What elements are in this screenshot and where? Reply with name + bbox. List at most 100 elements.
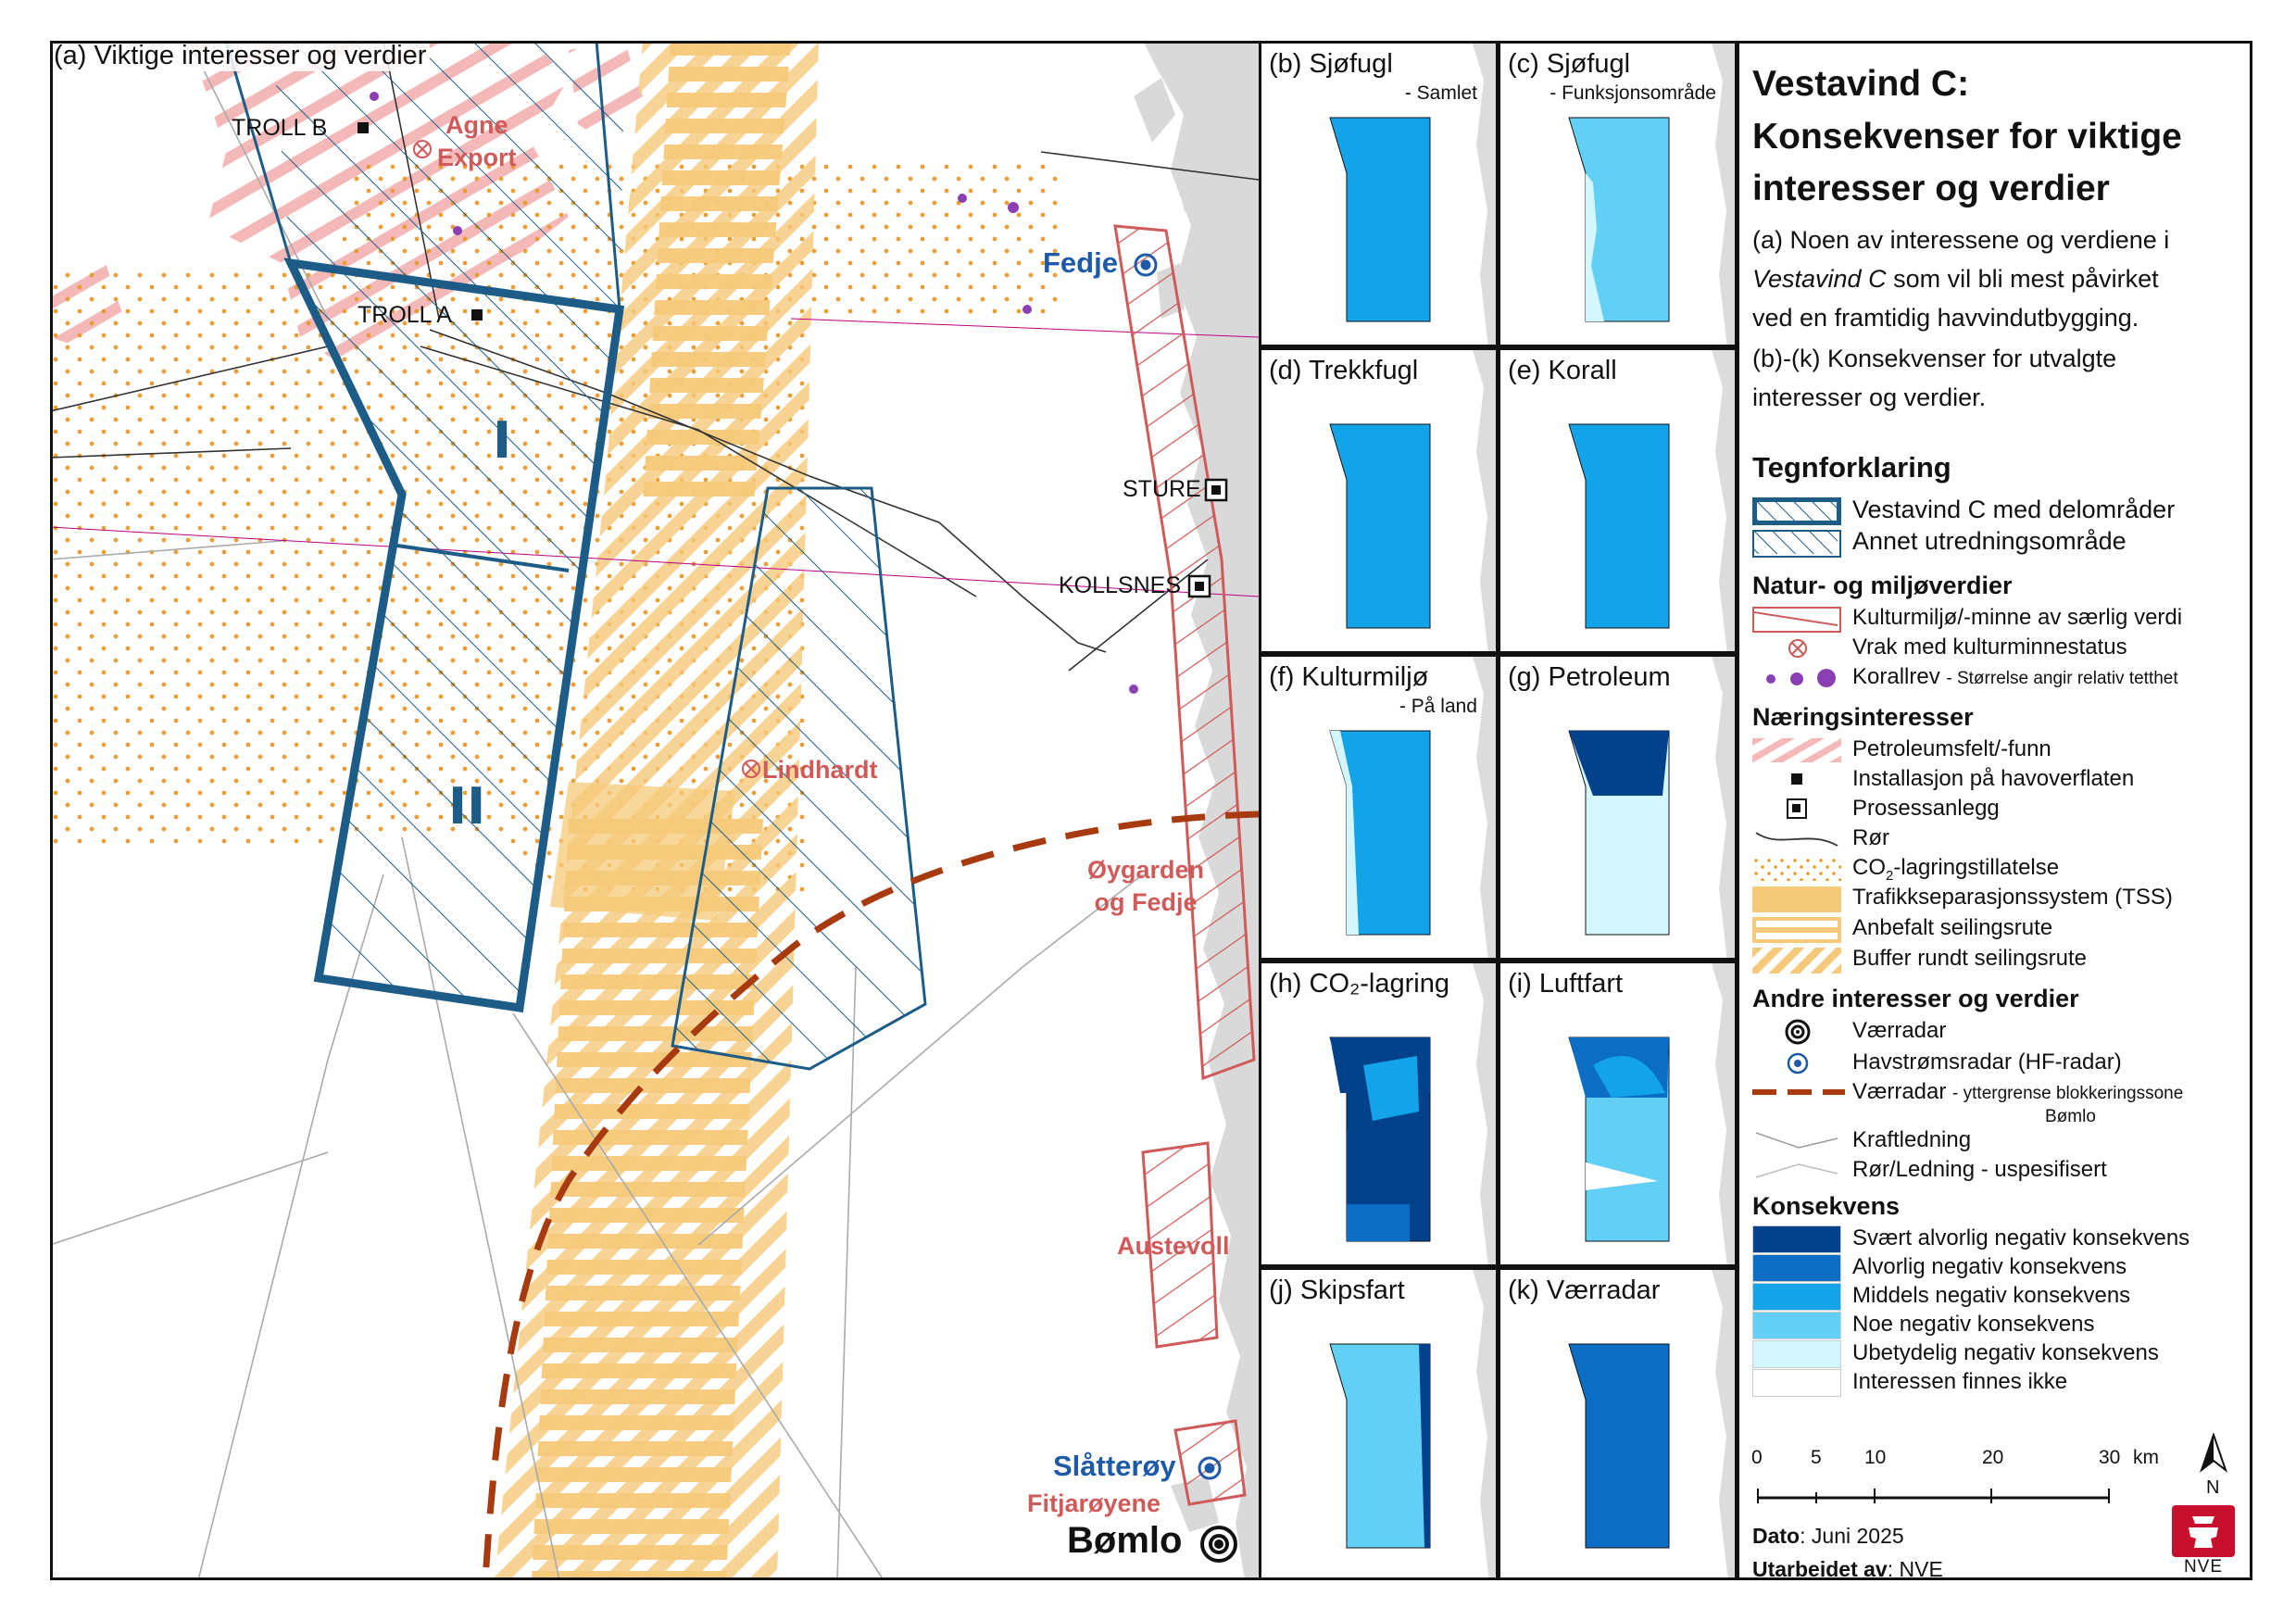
panel-k-area xyxy=(1568,1343,1670,1549)
panel-j-title: (j) Skipsfart xyxy=(1269,1275,1405,1305)
andre-item-powerline: Kraftledning xyxy=(1852,1127,1972,1152)
other-area-swatch xyxy=(1752,530,1841,558)
panel-i-zone xyxy=(1593,1056,1665,1098)
panel-c-map xyxy=(1568,44,1735,345)
naering-item-installation: Installasjon på havoverflaten xyxy=(1852,766,2135,791)
consequence-label: Noe negativ konsekvens xyxy=(1852,1312,2095,1337)
panel-h-title: (h) CO₂-lagring xyxy=(1269,969,1449,999)
andre-item-cable: Rør/Ledning - uspesifisert xyxy=(1852,1157,2107,1182)
troll-a-installation xyxy=(471,309,483,320)
petroleum-swatch xyxy=(1752,738,1841,762)
panel-e-land xyxy=(1712,350,1735,651)
panel-d-area xyxy=(1329,423,1431,629)
scale-unit: km xyxy=(2133,1447,2159,1468)
panel-h-land xyxy=(1473,963,1496,1264)
subarea-ii-label: II xyxy=(448,777,486,836)
north-arrow-icon xyxy=(2199,1433,2228,1473)
panel-i-map xyxy=(1568,963,1735,1264)
oygarden-fedje-label: Øygarden og Fedje xyxy=(1087,856,1205,917)
route-swatch xyxy=(1752,917,1841,943)
panel-j-map xyxy=(1329,1270,1496,1577)
legend-desc-b: (b)-(k) Konsekvenser for utvalgte intere… xyxy=(1752,345,2117,411)
coral-legend-icon xyxy=(1766,669,1836,687)
panel-j: (j) Skipsfart xyxy=(1259,1267,1499,1580)
scale-tick-30: 30 xyxy=(2099,1447,2121,1468)
naering-item-process: Prosessanlegg xyxy=(1852,796,2000,821)
panel-c-subtitle: - Funksjonsområde xyxy=(1549,82,1716,104)
kollsnes-plant-icon xyxy=(1187,574,1211,598)
author-value: : NVE xyxy=(1887,1557,1943,1581)
process-legend-icon xyxy=(1787,798,1807,819)
andre-item-radar-zone: Værradar - yttergrense blokkeringssone xyxy=(1852,1079,2183,1105)
panel-f-map xyxy=(1329,657,1496,958)
consequence-swatch xyxy=(1752,1312,1841,1339)
author-label: Utarbeidet av xyxy=(1752,1557,1888,1581)
pipe-legend-icon xyxy=(1755,832,1838,847)
coral-label: Korallrev xyxy=(1852,664,1940,689)
vestavind-c-area xyxy=(224,39,625,1013)
radar-zone-note2: Bømlo xyxy=(2045,1107,2096,1126)
consequence-label: Svært alvorlig negativ konsekvens xyxy=(1852,1225,2190,1250)
panel-k-title: (k) Værradar xyxy=(1508,1275,1661,1305)
naering-item-co2: CO2-lagringstillatelse xyxy=(1852,855,2059,884)
powerline-legend-icon xyxy=(1755,1132,1838,1149)
legend-desc-a-2-rest: som vil bli mest påvirket xyxy=(1886,265,2159,293)
panel-j-land xyxy=(1473,1270,1496,1577)
subarea-i-label: I xyxy=(493,411,512,470)
panel-g: (g) Petroleum xyxy=(1498,654,1738,961)
panel-g-title: (g) Petroleum xyxy=(1508,662,1671,692)
cultural-heritage-areas xyxy=(1113,224,1256,1506)
panel-h-map xyxy=(1329,963,1496,1264)
panel-i-zone xyxy=(1586,1162,1658,1190)
panel-h-zone xyxy=(1347,1204,1410,1241)
panel-b-title: (b) Sjøfugl xyxy=(1269,49,1393,79)
co2-rest: -lagringstillatelse xyxy=(1893,855,2060,880)
panel-f-zone xyxy=(1330,731,1359,935)
co2-sub: 2 xyxy=(1886,867,1894,884)
co2-swatch xyxy=(1752,857,1841,881)
date-label: Dato xyxy=(1752,1524,1800,1548)
panel-e-map xyxy=(1568,350,1735,651)
panel-d-land xyxy=(1473,350,1496,651)
panel-k-land xyxy=(1712,1270,1735,1577)
panel-g-zone xyxy=(1569,731,1669,796)
panel-c-land xyxy=(1712,44,1735,345)
panel-b-area xyxy=(1329,117,1431,322)
panel-f: (f) Kulturmiljø- På land xyxy=(1259,654,1499,961)
consequence-swatch xyxy=(1752,1225,1841,1253)
culture-swatch xyxy=(1752,607,1841,633)
nve-lion-icon xyxy=(2172,1505,2235,1557)
panel-j-zone xyxy=(1419,1344,1430,1548)
panel-f-land xyxy=(1473,657,1496,958)
consequence-swatch xyxy=(1752,1340,1841,1368)
installation-legend-icon xyxy=(1791,773,1802,785)
sture-plant-icon xyxy=(1204,478,1228,502)
kons-heading: Konsekvens xyxy=(1752,1192,1901,1220)
north-label: N xyxy=(2206,1477,2220,1498)
panel-i: (i) Luftfart xyxy=(1498,961,1738,1267)
panel-c: (c) Sjøfugl- Funksjonsområde xyxy=(1498,41,1738,347)
naering-heading: Næringsinteresser xyxy=(1752,703,1974,731)
radar-zone-label: Værradar xyxy=(1852,1079,1947,1104)
panel-b-subtitle: - Samlet xyxy=(1404,82,1477,104)
consequence-label: Middels negativ konsekvens xyxy=(1852,1283,2131,1308)
andre-item-hf-radar: Havstrømsradar (HF-radar) xyxy=(1852,1049,2122,1074)
coral-note: - Størrelse angir relativ tetthet xyxy=(1946,669,2178,688)
panel-h-zone xyxy=(1363,1056,1419,1121)
panel-d: (d) Trekkfugl xyxy=(1259,347,1499,654)
main-map-canvas xyxy=(49,39,1260,1581)
tss-swatch xyxy=(1752,886,1841,912)
cable-legend-icon xyxy=(1755,1163,1838,1178)
troll-a-label: TROLL A xyxy=(358,302,452,328)
consequence-swatch xyxy=(1752,1254,1841,1282)
scale-tick-20: 20 xyxy=(1982,1447,2004,1468)
panel-f-title: (f) Kulturmiljø xyxy=(1269,662,1429,692)
consequence-label: Alvorlig negativ konsekvens xyxy=(1852,1254,2127,1279)
coral-reefs xyxy=(370,92,1138,694)
panel-h: (h) CO₂-lagring xyxy=(1259,961,1499,1267)
legend-area-vestavind: Vestavind C med delområder xyxy=(1852,496,2176,523)
natur-heading: Natur- og miljøverdier xyxy=(1752,572,2013,599)
troll-b-label: TROLL B xyxy=(232,115,328,141)
scale-tick-0: 0 xyxy=(1751,1447,1763,1468)
weather-radar-icon xyxy=(1200,1526,1237,1563)
